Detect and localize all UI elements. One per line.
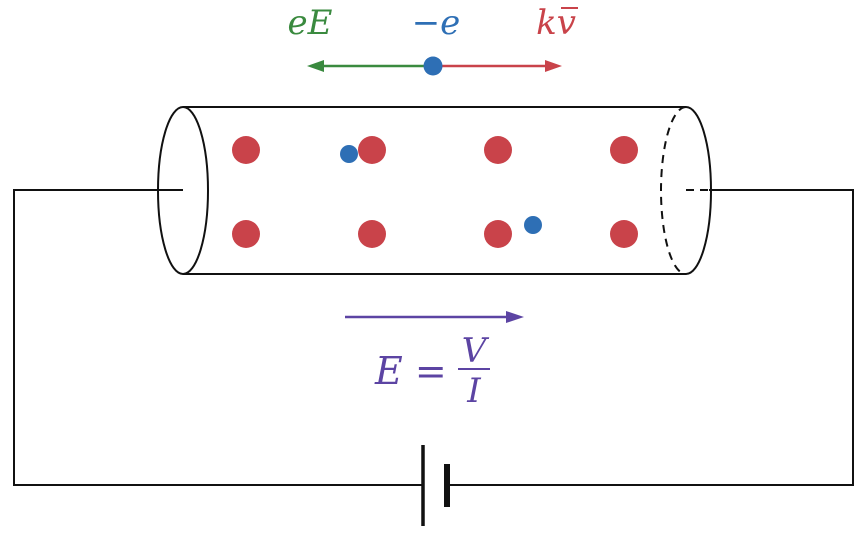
force-arrows xyxy=(307,56,562,76)
cylinder-right-face-hidden xyxy=(660,106,687,275)
left-wire xyxy=(13,189,423,486)
ion xyxy=(610,136,638,164)
field-equation-denominator: I xyxy=(466,371,481,411)
ion xyxy=(484,136,512,164)
lattice-ions xyxy=(232,136,638,248)
field-arrowhead xyxy=(506,311,524,323)
drift-velocity-label: v xyxy=(557,3,576,43)
cylinder-right-face-front xyxy=(685,106,712,275)
field-equation-numerator: V xyxy=(462,331,490,371)
charge-electron xyxy=(423,56,443,76)
electron xyxy=(524,216,542,234)
ion xyxy=(232,220,260,248)
ion xyxy=(610,220,638,248)
drag-coefficient-label: k xyxy=(536,3,557,43)
ion xyxy=(232,136,260,164)
ion xyxy=(484,220,512,248)
right-wire xyxy=(447,189,854,486)
battery xyxy=(421,445,450,526)
free-electrons xyxy=(340,145,542,234)
electron xyxy=(340,145,358,163)
electric-force-label: eE xyxy=(288,3,333,43)
conductor-cylinder xyxy=(157,106,712,275)
drag-force-label: kv xyxy=(536,3,576,43)
circuit-wires xyxy=(13,189,854,486)
electric-force-arrowhead xyxy=(307,60,324,72)
field-equation-lhs: E = xyxy=(374,349,447,393)
charge-label: −e xyxy=(412,3,461,43)
drag-force-arrowhead xyxy=(545,60,562,72)
ion xyxy=(358,220,386,248)
ion xyxy=(358,136,386,164)
